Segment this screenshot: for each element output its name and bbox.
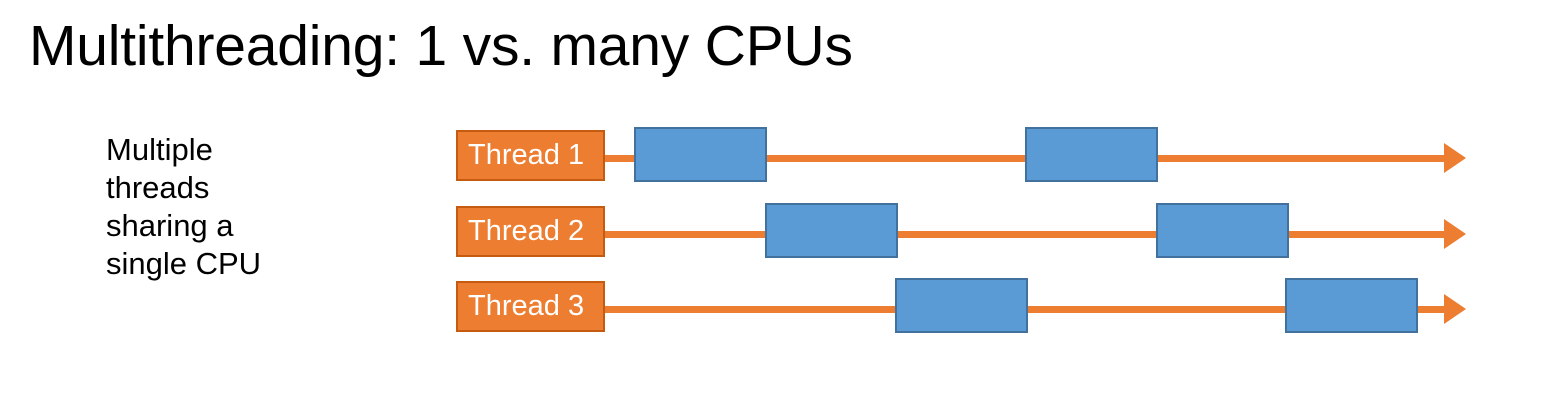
timeline-line: [605, 155, 1444, 162]
cpu-burst-block: [1285, 278, 1418, 333]
thread-label-box[interactable]: Thread 1: [456, 130, 605, 181]
thread-row: Thread 3: [0, 278, 1544, 361]
body-text-line: threads: [106, 170, 210, 205]
cpu-burst-block: [1025, 127, 1158, 182]
timeline-arrow-icon: [1444, 294, 1466, 324]
cpu-burst-block: [1156, 203, 1289, 258]
body-text-line: Multiple: [106, 132, 213, 167]
body-text-line: single CPU: [106, 246, 262, 281]
thread-row: Thread 2: [0, 203, 1544, 286]
thread-label-box[interactable]: Thread 2: [456, 206, 605, 257]
thread-label-box[interactable]: Thread 3: [456, 281, 605, 332]
page-title: Multithreading: 1 vs. many CPUs: [29, 14, 853, 78]
cpu-burst-block: [765, 203, 898, 258]
timeline-arrow-icon: [1444, 143, 1466, 173]
cpu-burst-block: [895, 278, 1028, 333]
cpu-burst-block: [634, 127, 767, 182]
timeline-line: [605, 231, 1444, 238]
body-text-block: Multiple threads sharing a single CPU: [106, 131, 366, 283]
body-text-line: sharing a: [106, 208, 234, 243]
timeline-arrow-icon: [1444, 219, 1466, 249]
thread-row: Thread 1: [0, 127, 1544, 210]
